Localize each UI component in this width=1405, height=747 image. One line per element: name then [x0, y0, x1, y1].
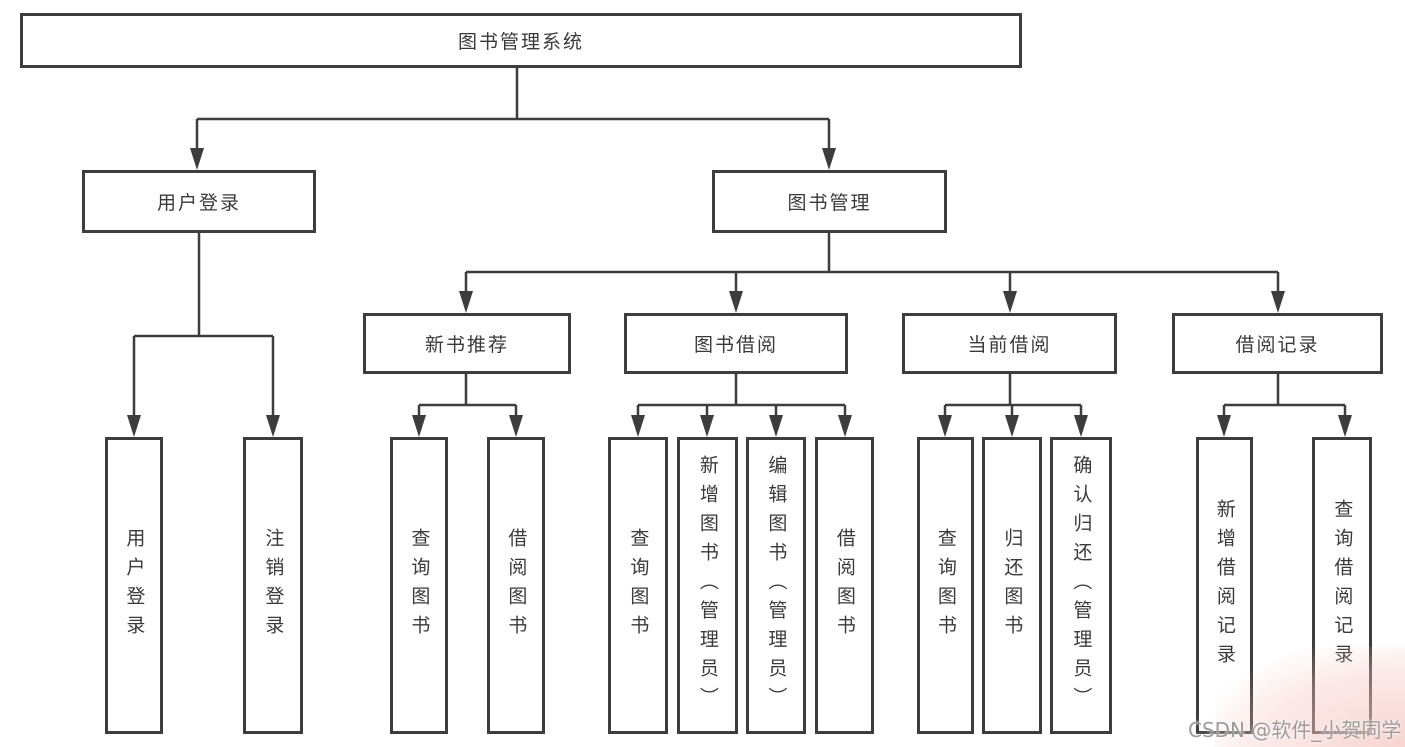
node-book-borrowing: 图书借阅	[624, 313, 848, 374]
node-label: 图书管理系统	[457, 31, 584, 53]
node-label: 查询图书	[408, 527, 431, 644]
node-label: 图书管理	[787, 192, 872, 214]
leaf-edit-books-admin: 编辑图书（管理员）	[746, 437, 806, 734]
node-label: 借阅图书	[505, 527, 528, 644]
node-label: 查询借阅记录	[1331, 498, 1354, 673]
node-label: 用户登录	[156, 192, 241, 214]
node-current-borrowing: 当前借阅	[902, 313, 1117, 374]
node-user-login: 用户登录	[82, 170, 316, 233]
leaf-confirm-return-admin: 确认归还（管理员）	[1050, 437, 1112, 734]
leaf-query-books-3: 查询图书	[917, 437, 974, 734]
node-label: 编辑图书（管理员）	[765, 455, 788, 716]
leaf-return-books: 归还图书	[982, 437, 1042, 734]
leaf-query-books-2: 查询图书	[608, 437, 668, 734]
node-label: 确认归还（管理员）	[1070, 455, 1093, 716]
node-library-management-system: 图书管理系统	[20, 13, 1022, 68]
watermark: CSDN @软件_小贺同学	[1188, 718, 1402, 742]
node-label: 当前借阅	[967, 334, 1052, 356]
node-label: 新书推荐	[424, 334, 509, 356]
node-label: 借阅记录	[1235, 334, 1320, 356]
leaf-add-books-admin: 新增图书（管理员）	[677, 437, 738, 734]
node-label: 归还图书	[1001, 527, 1024, 644]
node-label: 查询图书	[934, 527, 957, 644]
node-label: 新增图书（管理员）	[696, 455, 719, 716]
node-label: 新增借阅记录	[1213, 498, 1236, 673]
leaf-user-login: 用户登录	[105, 437, 163, 734]
node-label: 用户登录	[123, 527, 146, 644]
leaf-borrow-books-2: 借阅图书	[815, 437, 874, 734]
node-label: 借阅图书	[833, 527, 856, 644]
node-new-book-recommendation: 新书推荐	[363, 313, 571, 374]
leaf-query-borrow-record: 查询借阅记录	[1312, 437, 1372, 734]
node-book-management: 图书管理	[712, 170, 947, 233]
node-label: 注销登录	[262, 527, 285, 644]
leaf-borrow-books-1: 借阅图书	[487, 437, 545, 734]
leaf-logout: 注销登录	[243, 437, 303, 734]
leaf-query-books-1: 查询图书	[390, 437, 448, 734]
node-label: 图书借阅	[693, 334, 778, 356]
node-borrowing-records: 借阅记录	[1172, 313, 1383, 374]
node-label: 查询图书	[627, 527, 650, 644]
leaf-add-borrow-record: 新增借阅记录	[1196, 437, 1253, 734]
arrowhead-icons	[127, 148, 1352, 437]
